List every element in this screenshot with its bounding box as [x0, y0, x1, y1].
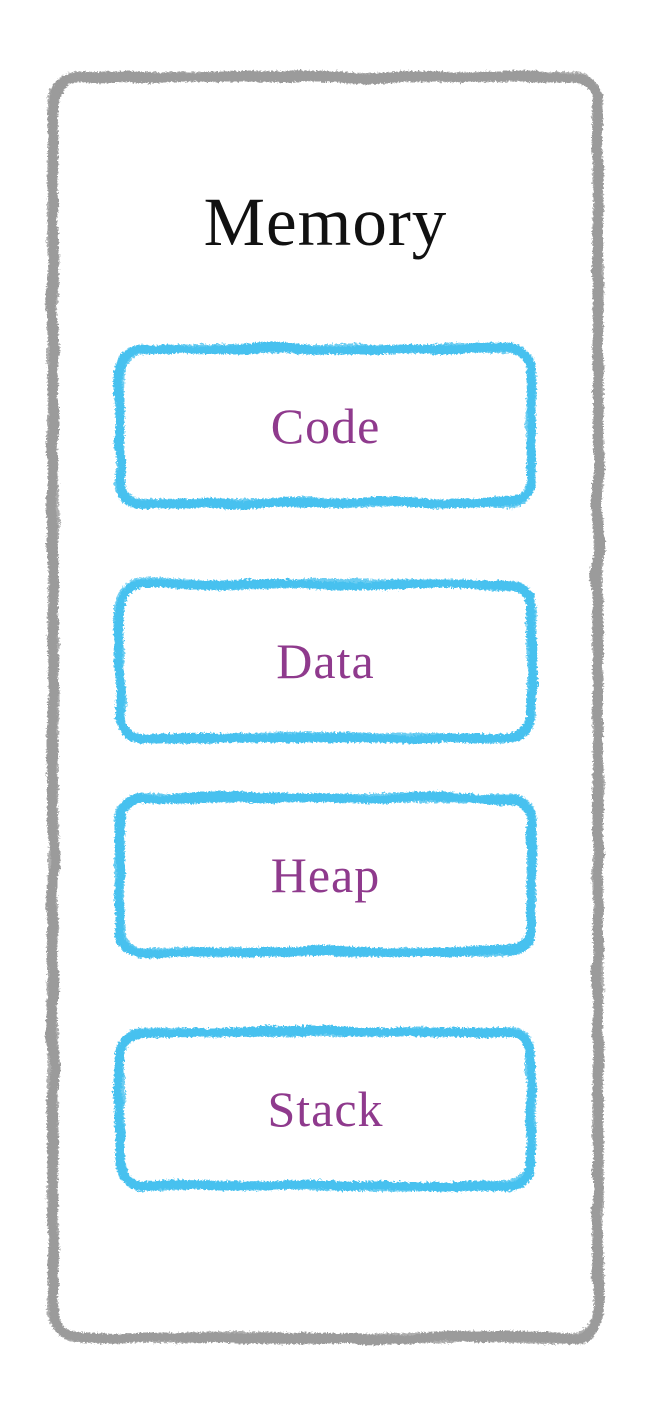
stack-region-label: Stack	[267, 1081, 384, 1137]
memory-outline-stroke-2	[48, 72, 603, 1343]
stack-region-box	[115, 1027, 536, 1191]
heap-region-box	[115, 793, 536, 957]
data-region-label: Data	[276, 633, 375, 689]
data-region-stroke-2	[116, 580, 535, 742]
memory-outline-box	[48, 72, 603, 1343]
memory-title: Memory	[203, 184, 448, 260]
heap-region-label: Heap	[270, 847, 381, 903]
code-region-label: Code	[270, 398, 381, 454]
heap-region-stroke-2	[116, 794, 535, 956]
data-region-box	[115, 579, 536, 743]
code-region-stroke-2	[116, 345, 535, 507]
stack-region-stroke-2	[116, 1028, 535, 1190]
code-region-box	[115, 344, 536, 508]
